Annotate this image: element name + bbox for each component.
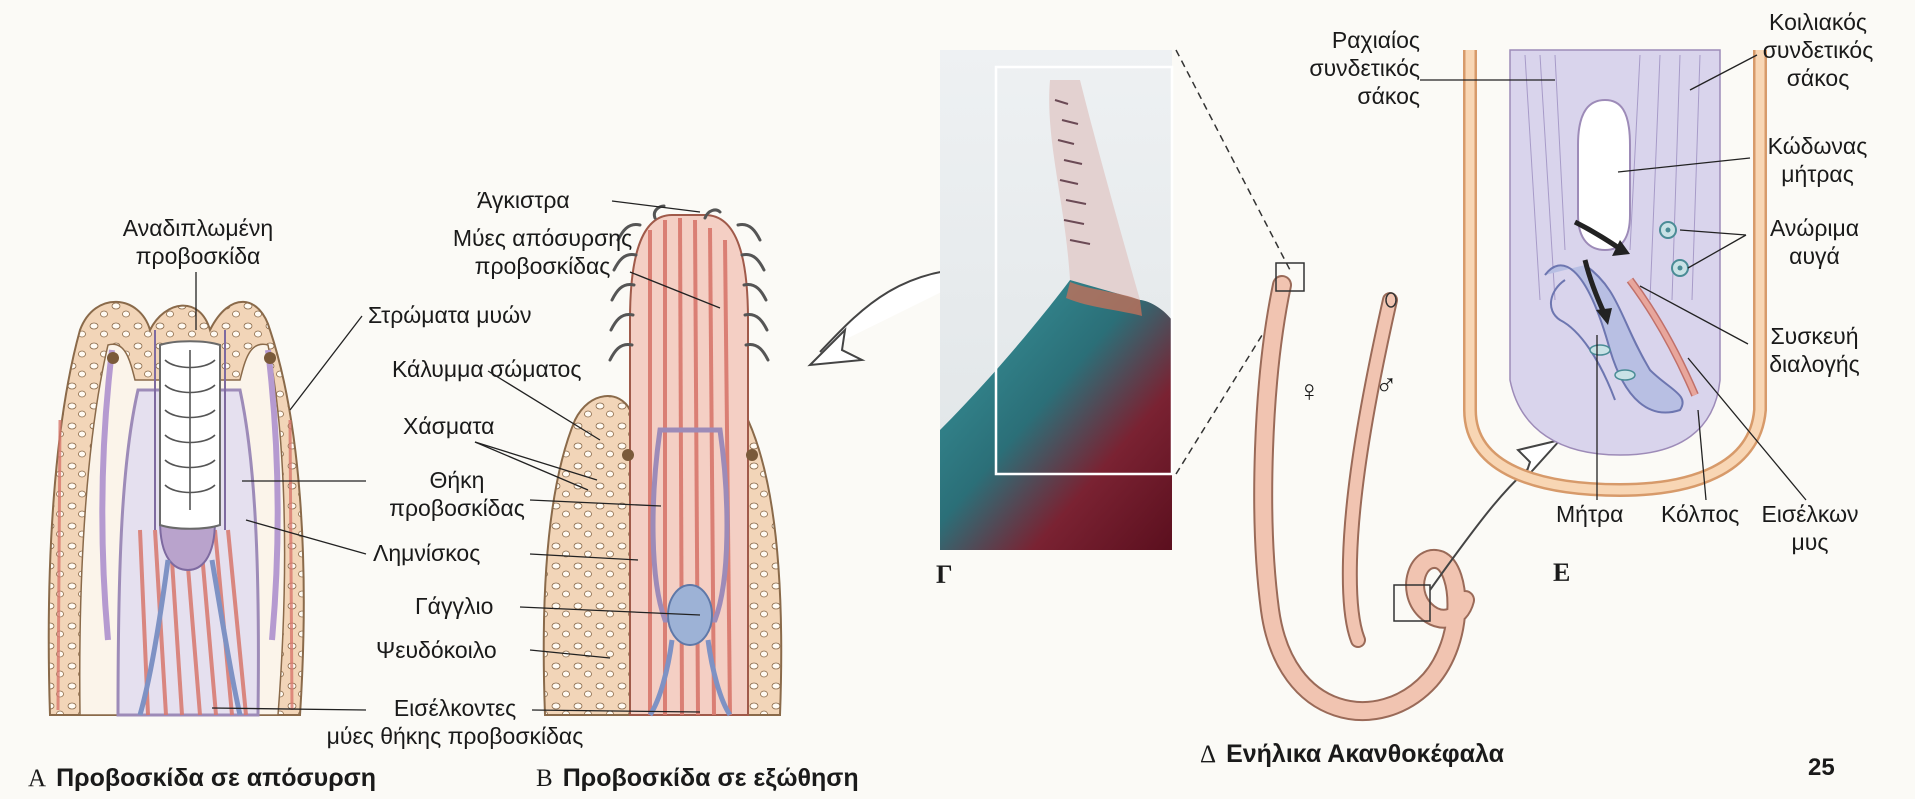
label-line: Κώδωνας [1755,132,1880,160]
caption-letter: Δ [1200,741,1216,768]
label-line: μύες θήκης προβοσκίδας [275,722,635,750]
panel-a-drawing [49,302,304,715]
label-line: μήτρας [1755,160,1880,188]
label-line: Αναδιπλωμένη [98,214,298,242]
label-ventral-ligament-sac: Κοιλιακός συνδετικός σάκος [1748,8,1888,92]
label-line: Θήκη [372,466,542,494]
label-line: διαλογής [1752,350,1877,378]
label-uterine-bell: Κώδωνας μήτρας [1755,132,1880,188]
label-tegument: Κάλυμμα σώματος [392,355,581,383]
caption-letter: Β [536,765,553,792]
label-line: συνδετικός [1748,36,1888,64]
male-symbol: ♂ [1375,372,1398,400]
caption-panel-a: Α Προβοσκίδα σε απόσυρση [28,764,376,793]
label-line: προβοσκίδα [98,242,298,270]
caption-text: Προβοσκίδα σε απόσυρση [56,764,376,792]
label-line: Κοιλιακός [1748,8,1888,36]
panel-e-drawing [1470,50,1760,490]
label-line: σάκος [1290,82,1420,110]
label-reflexed-proboscis: Αναδιπλωμένη προβοσκίδα [98,214,298,270]
panel-e-letter: Ε [1553,558,1570,588]
label-uterus: Μήτρα [1556,500,1623,528]
label-line: Εισέλκων [1750,500,1870,528]
label-sheath-retractors: Εισέλκοντες μύες θήκης προβοσκίδας [275,694,635,750]
caption-text: Προβοσκίδα σε εξώθηση [563,764,859,792]
label-line: προβοσκίδας [372,494,542,522]
label-line: Ραχιαίος [1290,26,1420,54]
label-ganglion: Γάγγλιο [415,592,493,620]
panel-g-letter: Γ [936,560,953,590]
panel-b-drawing [544,206,781,715]
caption-panel-d: Δ Ενήλικα Ακανθοκέφαλα [1200,740,1504,769]
label-muscle-layers: Στρώματα μυών [368,301,532,329]
page-number: 25 [1808,754,1835,782]
caption-panel-b: Β Προβοσκίδα σε εξώθηση [536,764,859,793]
label-lemniscus: Λημνίσκος [373,539,480,567]
label-pseudocoel: Ψευδόκοιλο [376,636,497,664]
label-line: Ανώριμα [1752,214,1877,242]
caption-letter: Α [28,765,46,792]
label-line: Συσκευή [1752,322,1877,350]
label-lacunae: Χάσματα [403,412,494,440]
label-immature-eggs: Ανώριμα αυγά [1752,214,1877,270]
label-vagina: Κόλπος [1661,500,1739,528]
label-line: Εισέλκοντες [275,694,635,722]
label-line: προβοσκίδας [450,252,635,280]
label-line: σάκος [1748,64,1888,92]
label-dorsal-ligament-sac: Ραχιαίος συνδετικός σάκος [1290,26,1420,110]
panel-g-photo [940,50,1172,550]
label-line: Μύες απόσυρσης [450,224,635,252]
label-proboscis-sheath: Θήκη προβοσκίδας [372,466,542,522]
label-line: μυς [1750,528,1870,556]
caption-text: Ενήλικα Ακανθοκέφαλα [1226,740,1504,768]
label-selector-apparatus: Συσκευή διαλογής [1752,322,1877,378]
label-retractor-muscle: Εισέλκων μυς [1750,500,1870,556]
female-symbol: ♀ [1298,378,1321,406]
panel-d-drawing [1263,263,1465,711]
label-hooks: Άγκιστρα [477,186,570,214]
label-line: αυγά [1752,242,1877,270]
label-line: συνδετικός [1290,54,1420,82]
label-proboscis-retractor: Μύες απόσυρσης προβοσκίδας [450,224,635,280]
